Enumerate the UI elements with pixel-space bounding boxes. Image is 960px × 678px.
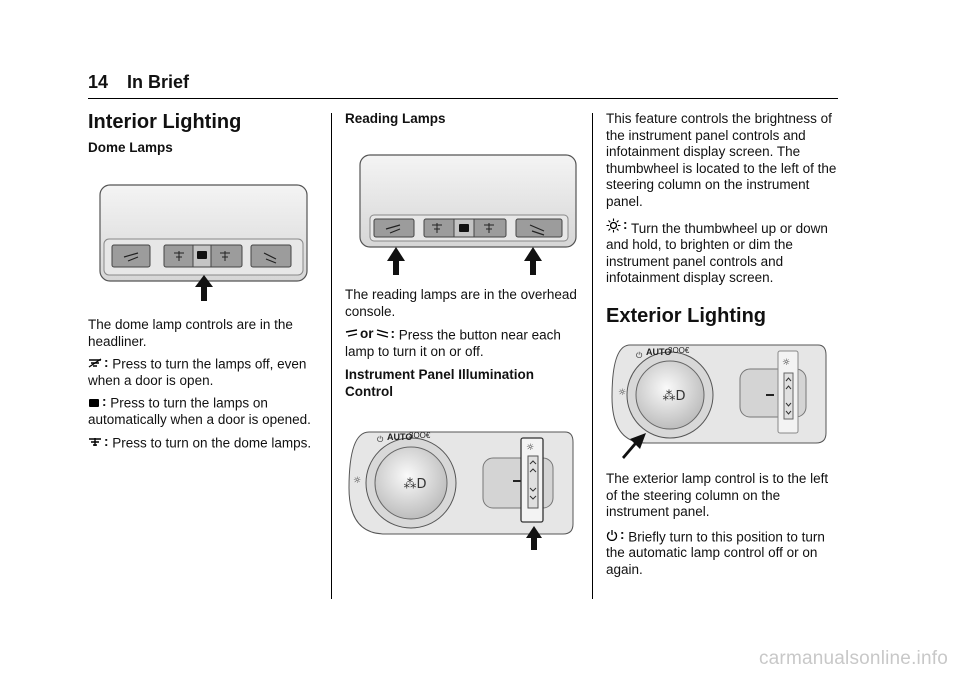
column-1-text: The dome lamp controls are in the headli…	[88, 317, 318, 451]
svg-text:⁂D: ⁂D	[662, 389, 685, 404]
column-1: Interior Lighting Dome Lamps	[88, 110, 318, 157]
section-title-exterior-lighting: Exterior Lighting	[606, 304, 766, 327]
power-icon	[606, 529, 618, 541]
svg-text:☼: ☼	[353, 476, 361, 486]
lamps-off-symbol: :	[88, 355, 109, 372]
dome-lamp-figure	[99, 184, 308, 301]
column-3: This feature controls the brightness of …	[606, 111, 841, 328]
reading-lamps-text: Press the button near each lamp to turn …	[345, 327, 561, 359]
reading-lamps-heading: Reading Lamps	[345, 111, 446, 126]
column-divider-2	[592, 113, 593, 599]
svg-text:☼: ☼	[782, 358, 790, 368]
ipi-heading: Instrument Panel Illumination Control	[345, 367, 535, 399]
svg-text:⏻: ⏻	[636, 351, 643, 360]
lamps-off-text: Press to turn the lamps off, even when a…	[88, 356, 307, 388]
watermark: carmanualsonline.info	[758, 648, 948, 669]
door-lamp-icon	[89, 398, 99, 407]
header-rule	[88, 98, 838, 99]
lamps-on-text: Press to turn on the dome lamps.	[112, 434, 312, 450]
dome-lamps-description: The dome lamp controls are in the headli…	[88, 317, 293, 349]
reading-lamp-left-icon	[345, 329, 358, 337]
exterior-lamp-figure: ⁂D ⏻ AUTO 3OO€ ☼ ☼	[611, 344, 827, 459]
column-3-text: The exterior lamp control is to the left…	[606, 471, 841, 578]
column-2-text: The reading lamps are in the overhead co…	[345, 287, 577, 400]
thumbwheel-text: Turn the thumbwheel up or down and hold,…	[606, 220, 828, 286]
lamp-on-icon	[89, 437, 101, 446]
chapter-title: In Brief	[127, 72, 190, 92]
power-text: Briefly turn to this position to turn th…	[606, 528, 825, 577]
svg-text:☼: ☼	[526, 443, 534, 453]
reading-lamp-figure	[359, 154, 577, 275]
door-text: Press to turn the lamps on automatically…	[88, 395, 311, 428]
instrument-panel-figure: ⁂D ⏻ AUTO 3OO€ ☼ ☼	[348, 431, 574, 550]
exterior-lamp-description: The exterior lamp control is to the left…	[606, 471, 829, 519]
auto-label: AUTO	[387, 432, 412, 442]
svg-text:☼: ☼	[618, 388, 626, 398]
lamps-on-symbol: :	[88, 434, 109, 451]
svg-text:⁂D: ⁂D	[403, 477, 426, 492]
reading-lamp-right-icon	[376, 329, 388, 338]
page-number: 14	[88, 72, 109, 92]
door-symbol: :	[88, 394, 107, 411]
column-2: Reading Lamps	[345, 111, 575, 128]
ipi-description: This feature controls the brightness of …	[606, 111, 837, 209]
reading-lamp-symbols: or :	[345, 326, 395, 343]
parking-label: 3OO€	[409, 431, 431, 440]
section-title-interior-lighting: Interior Lighting	[88, 111, 242, 133]
dome-lamps-heading: Dome Lamps	[88, 140, 173, 155]
reading-lamps-description: The reading lamps are in the overhead co…	[345, 287, 577, 319]
thumbwheel-symbol: :	[606, 217, 628, 234]
brightness-icon	[606, 218, 621, 233]
parking-label-2: 3OO€	[668, 346, 690, 355]
page-header: 14 In Brief	[88, 72, 189, 93]
svg-text:⏻: ⏻	[377, 435, 384, 444]
power-symbol: :	[606, 527, 625, 544]
lamp-off-icon	[88, 358, 102, 368]
column-divider-1	[331, 113, 332, 599]
auto-label-2: AUTO	[646, 347, 671, 357]
or-word: or	[360, 326, 374, 341]
